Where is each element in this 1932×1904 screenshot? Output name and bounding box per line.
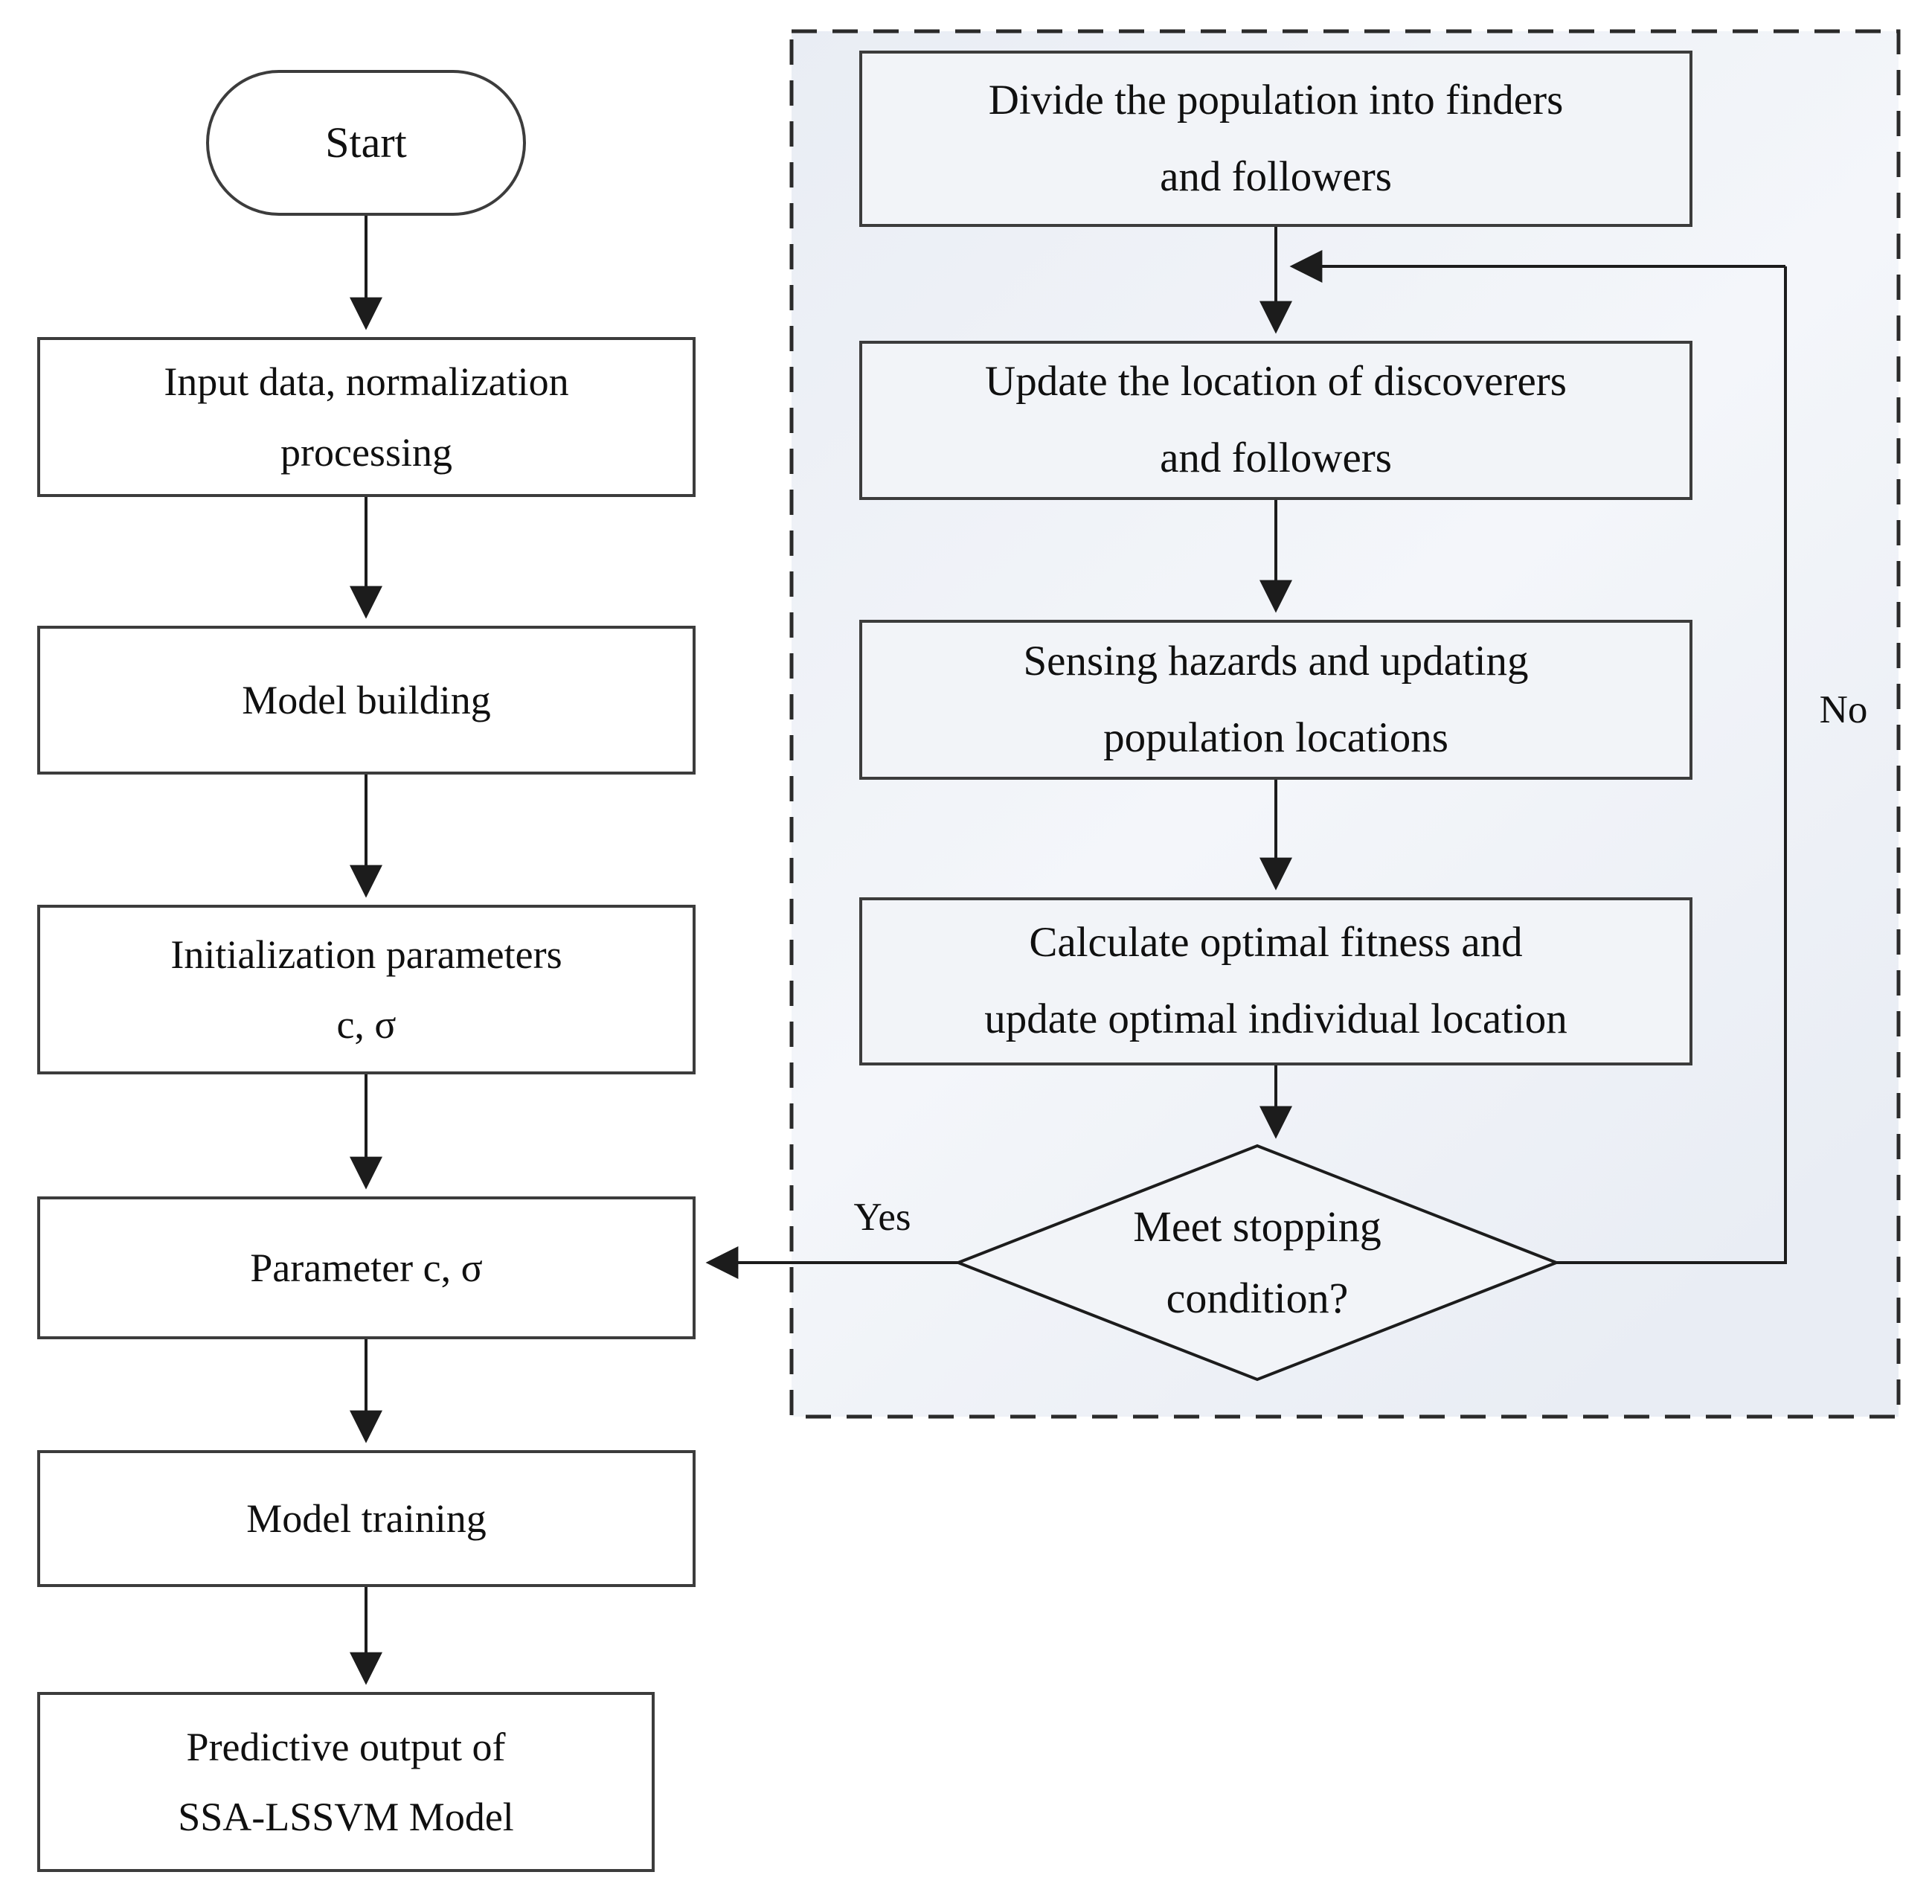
edge-label-yes: Yes [823, 1190, 942, 1244]
process-label-line: Predictive output of [186, 1724, 506, 1769]
no-text: No [1819, 688, 1868, 731]
process-label-line: Model training [246, 1496, 487, 1541]
yes-text: Yes [853, 1196, 911, 1239]
process-label-line: processing [280, 429, 452, 475]
edge-label-no: No [1791, 683, 1896, 737]
start-label: Start [325, 118, 407, 167]
decision-diamond-shape [954, 1144, 1561, 1382]
process-label-line: and followers [1160, 153, 1392, 200]
process-label-line: c, σ [336, 1002, 397, 1047]
process-predictive-output: Predictive output of SSA-LSSVM Model [37, 1692, 655, 1872]
process-label-line: Model building [242, 677, 491, 722]
decision-meet-stopping-condition: Meet stopping condition? [1042, 1162, 1473, 1363]
process-calculate-fitness: Calculate optimal fitness and update opt… [859, 897, 1692, 1065]
process-label-line: Initialization parameters [170, 932, 562, 977]
decision-label-line: Meet stopping [1133, 1202, 1381, 1251]
process-parameter: Parameter c, σ [37, 1196, 696, 1339]
start-terminator: Start [206, 70, 526, 216]
process-label-line: and followers [1160, 435, 1392, 481]
process-input-data: Input data, normalization processing [37, 337, 696, 497]
process-label-line: population locations [1103, 714, 1448, 761]
process-label-line: Update the location of discoverers [985, 358, 1567, 406]
process-label-line: Calculate optimal fitness and [1029, 919, 1523, 967]
process-initialization-parameters: Initialization parameters c, σ [37, 905, 696, 1074]
process-divide-population: Divide the population into finders and f… [859, 51, 1692, 227]
decision-label-line: condition? [1166, 1274, 1349, 1322]
process-label-line: Sensing hazards and updating [1023, 637, 1529, 685]
process-label-line: update optimal individual location [984, 996, 1567, 1042]
process-label-line: Divide the population into finders [988, 76, 1564, 124]
process-model-building: Model building [37, 626, 696, 775]
process-model-training: Model training [37, 1450, 696, 1587]
process-sensing-hazards: Sensing hazards and updating population … [859, 620, 1692, 780]
process-label-line: Parameter c, σ [250, 1245, 483, 1290]
process-label-line: SSA-LSSVM Model [178, 1795, 514, 1839]
edge-no-loop [1556, 266, 1787, 1264]
process-update-location: Update the location of discoverers and f… [859, 341, 1692, 500]
process-label-line: Input data, normalization [164, 359, 569, 404]
